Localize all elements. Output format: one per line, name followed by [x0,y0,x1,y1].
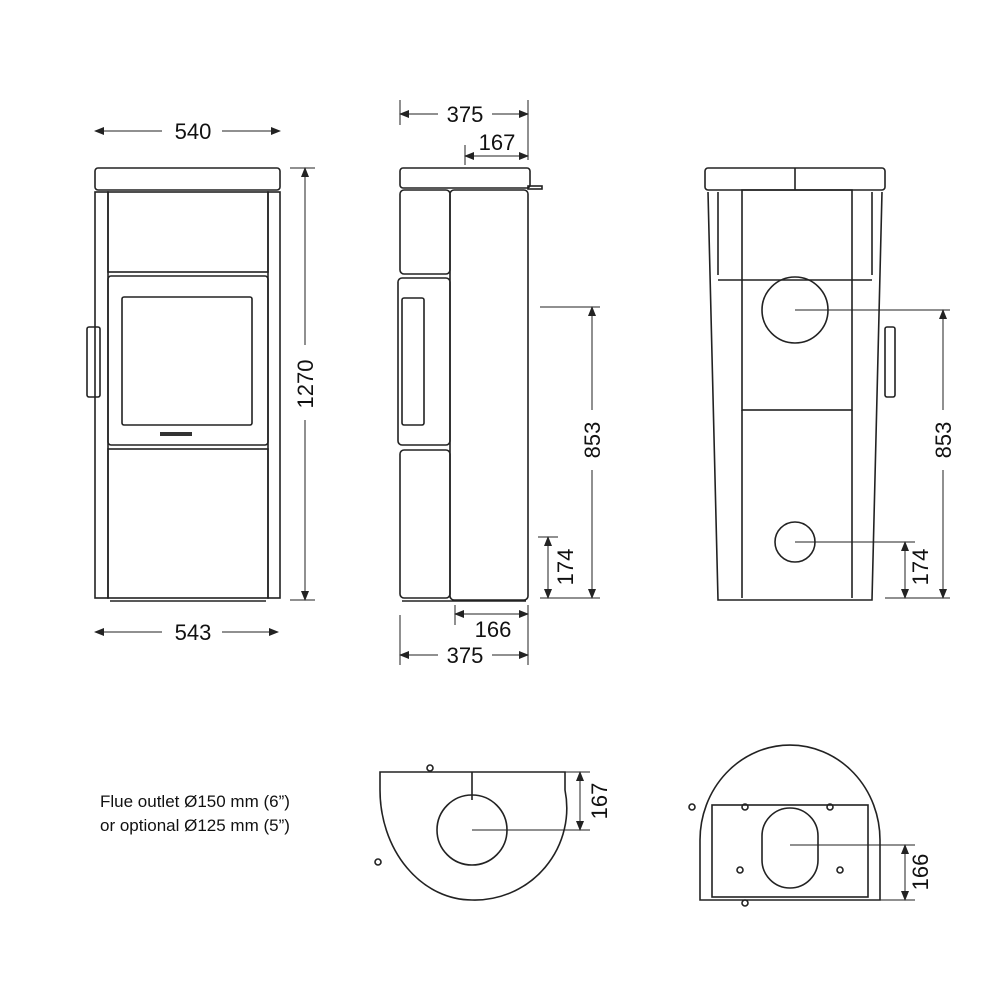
dim-flue-height: 853 [580,422,605,459]
top-view-base: 166 [688,744,933,907]
back-view: 853 174 [704,167,956,601]
side-view: 375 167 853 174 166 375 [397,100,605,668]
dim-back-flue-height: 853 [931,422,956,459]
brand-logo [160,432,192,436]
dim-top-view-offset: 167 [587,783,612,820]
flue-note-line1: Flue outlet Ø150 mm (6”) [100,792,290,811]
front-view: 540 1270 543 [86,119,318,645]
dim-height: 1270 [293,360,318,409]
dim-back-low-outlet: 174 [908,549,933,586]
top-view-flue: 167 [374,764,612,901]
dim-bottom-offset: 166 [475,617,512,642]
dim-top-offset: 167 [479,130,516,155]
door-handle [86,326,101,398]
dim-depth-bottom: 375 [447,643,484,668]
flue-note-line2: or optional Ø125 mm (5”) [100,816,290,835]
dim-width-top: 540 [175,119,212,144]
dim-base-offset: 166 [908,854,933,891]
dim-width-bottom: 543 [175,620,212,645]
dim-depth-top: 375 [447,102,484,127]
dim-low-outlet-height: 174 [553,549,578,586]
